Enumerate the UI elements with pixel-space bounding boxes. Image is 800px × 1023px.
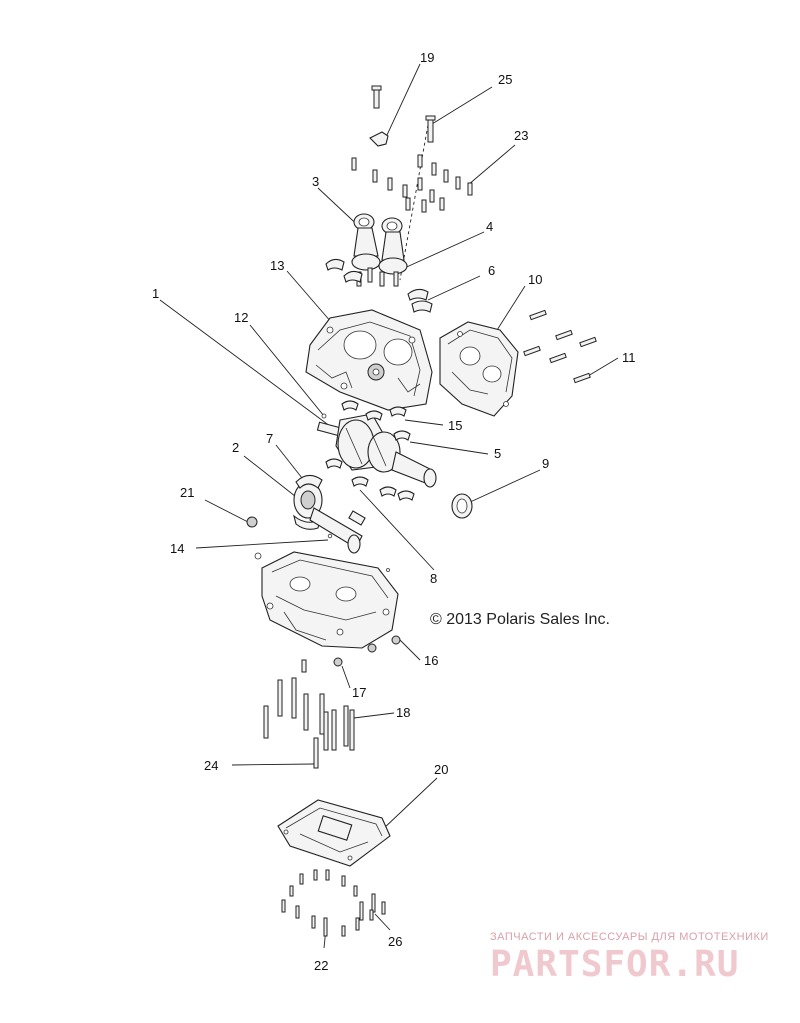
watermark-brand: PARTSFOR.RU (490, 944, 739, 985)
callout-19: 19 (420, 50, 434, 65)
main-bearings (325, 400, 415, 501)
copyright-notice: © 2013 Polaris Sales Inc. (430, 611, 610, 628)
bolts-11 (523, 309, 597, 384)
balance-shaft (246, 474, 366, 560)
callout-21: 21 (180, 485, 194, 500)
callout-22: 22 (314, 958, 328, 973)
pan-bolts (281, 869, 386, 937)
callout-10: 10 (528, 272, 542, 287)
callout-5: 5 (494, 446, 501, 461)
callout-3: 3 (312, 174, 319, 189)
callout-2: 2 (232, 440, 239, 455)
callout-6: 6 (488, 263, 495, 278)
callout-labels: 19 25 23 3 4 13 6 10 1 12 11 15 5 2 7 9 … (152, 50, 636, 973)
callout-17: 17 (352, 685, 366, 700)
lower-crankcase (261, 551, 399, 649)
dowels (333, 635, 401, 667)
leader-lines (159, 63, 619, 949)
callout-13: 13 (270, 258, 284, 273)
callout-24: 24 (204, 758, 218, 773)
cover-part-10 (439, 321, 519, 417)
callout-14: 14 (170, 541, 184, 556)
oil-pan (277, 799, 391, 867)
case-bolts (263, 659, 355, 769)
bolt-group-top (351, 85, 473, 213)
callout-7: 7 (266, 431, 273, 446)
seal-9 (451, 493, 473, 519)
callout-23: 23 (514, 128, 528, 143)
callout-18: 18 (396, 705, 410, 720)
callout-11: 11 (622, 350, 636, 365)
callout-9: 9 (542, 456, 549, 471)
callout-15: 15 (448, 418, 462, 433)
watermark: ЗАПЧАСТИ И АКСЕССУАРЫ ДЛЯ МОТОТЕХНИКИ PA… (490, 931, 769, 985)
upper-crankcase (305, 309, 433, 411)
callout-26: 26 (388, 934, 402, 949)
callout-25: 25 (498, 72, 512, 87)
callout-8: 8 (430, 571, 437, 586)
callout-12: 12 (234, 310, 248, 325)
callout-16: 16 (424, 653, 438, 668)
watermark-tagline: ЗАПЧАСТИ И АКСЕССУАРЫ ДЛЯ МОТОТЕХНИКИ (490, 931, 769, 943)
callout-4: 4 (486, 219, 493, 234)
connecting-rods (325, 213, 433, 313)
crankshaft (316, 413, 437, 488)
callout-20: 20 (434, 762, 448, 777)
callout-1: 1 (152, 286, 159, 301)
